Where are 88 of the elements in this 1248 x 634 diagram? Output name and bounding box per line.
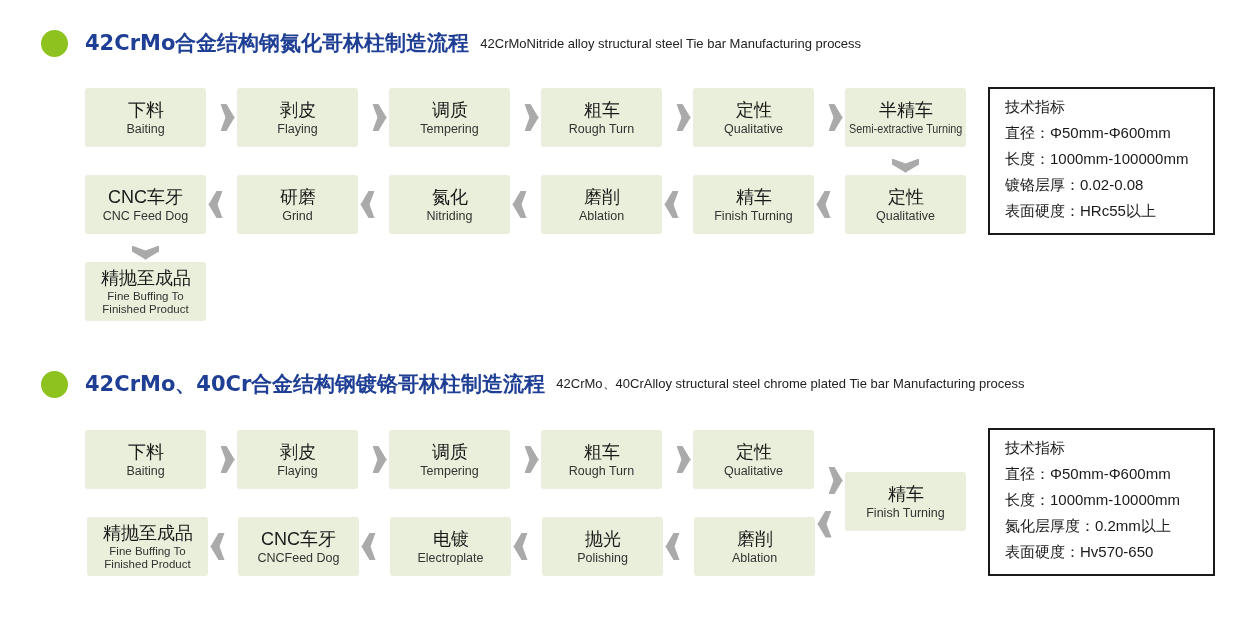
spec-line: 表面硬度：HRc55以上	[1005, 201, 1156, 221]
step-title: 电镀	[432, 527, 469, 550]
step-subtitle: Nitriding	[426, 208, 473, 224]
step-title: 抛光	[584, 527, 621, 550]
section-subtitle: 42CrMo、40CrAlloy structural steel chrome plated Tie bar Manufacturing process	[556, 375, 1025, 393]
step-subtitle: Tempering	[420, 463, 479, 479]
process-step-box	[238, 517, 359, 576]
step-subtitle: Baiting	[126, 121, 165, 137]
process-step-box	[542, 517, 663, 576]
process-step-box	[693, 430, 814, 489]
spec-line: 氮化层厚度：0.2mm以上	[1005, 516, 1171, 536]
process-step-box	[237, 430, 358, 489]
step-title: CNC车牙	[108, 185, 183, 208]
spec-box	[988, 87, 1215, 235]
step-title: 半精车	[878, 98, 933, 121]
process-step-box	[389, 88, 510, 147]
step-title: 定性	[735, 440, 772, 463]
step-subtitle: Qualitative	[723, 121, 784, 137]
step-subtitle: Ablation	[731, 550, 778, 566]
process-step-box	[389, 175, 510, 234]
process-step-box	[845, 88, 966, 147]
step-title: 磨削	[583, 185, 620, 208]
process-step-box	[541, 430, 662, 489]
process-step-box	[237, 175, 358, 234]
spec-line: 表面硬度：Hv570-650	[1005, 542, 1154, 562]
step-title: 粗车	[583, 440, 620, 463]
step-title: 下料	[127, 98, 164, 121]
process-step-box	[693, 88, 814, 147]
step-subtitle: Rough Turn	[568, 463, 635, 479]
step-subtitle: Finish Turning	[714, 208, 793, 224]
process-step-box	[85, 88, 206, 147]
step-title: 剥皮	[279, 98, 316, 121]
step-subtitle: Polishing	[577, 550, 628, 566]
spec-line: 长度：1000mm-100000mm	[1005, 149, 1189, 169]
step-subtitle: CNCFeed Dog	[257, 550, 340, 566]
process-step-box	[85, 262, 206, 321]
process-step-box	[541, 88, 662, 147]
step-subtitle: Flaying	[277, 121, 318, 137]
step-subtitle: Semi-extractive Turning	[848, 121, 963, 137]
process-step-box	[237, 88, 358, 147]
step-subtitle: Grind	[282, 208, 313, 224]
process-step-box	[87, 517, 208, 576]
spec-line: 直径：Φ50mm-Φ600mm	[1005, 123, 1171, 143]
process-step-box	[389, 430, 510, 489]
step-title: 下料	[127, 440, 164, 463]
step-title: 精抛至成品	[102, 522, 193, 544]
step-subtitle: Qualitative	[723, 463, 784, 479]
step-title: 调质	[431, 440, 468, 463]
step-title: 精抛至成品	[100, 267, 191, 289]
step-subtitle: Qualitative	[875, 208, 936, 224]
step-title: 研磨	[279, 185, 316, 208]
step-subtitle: Ablation	[578, 208, 625, 224]
step-title: 定性	[735, 98, 772, 121]
section-heading: 42CrMo、40Cr合金结构钢镀铬哥林柱制造流程	[85, 371, 546, 398]
spec-line: 直径：Φ50mm-Φ600mm	[1005, 464, 1171, 484]
step-subtitle: Tempering	[420, 121, 479, 137]
process-step-box	[85, 175, 206, 234]
process-step-box	[85, 430, 206, 489]
step-subtitle: Baiting	[126, 463, 165, 479]
process-step-box	[541, 175, 662, 234]
step-title: 精车	[735, 185, 772, 208]
process-step-box	[390, 517, 511, 576]
step-subtitle: Fine Buffing To Finished Product	[101, 290, 190, 316]
step-title: 定性	[887, 185, 924, 208]
step-title: CNC车牙	[261, 527, 336, 550]
step-title: 氮化	[431, 185, 468, 208]
process-step-box	[845, 472, 966, 531]
step-subtitle: CNC Feed Dog	[102, 208, 189, 224]
section-subtitle: 42CrMoNitride alloy structural steel Tie bar Manufacturing process	[480, 35, 862, 51]
step-title: 磨削	[736, 527, 773, 550]
step-title: 剥皮	[279, 440, 316, 463]
step-subtitle: Finish Turning	[866, 505, 945, 521]
step-title: 调质	[431, 98, 468, 121]
step-subtitle: Flaying	[277, 463, 318, 479]
step-subtitle: Electroplate	[417, 550, 484, 566]
process-step-box	[845, 175, 966, 234]
spec-box	[988, 428, 1215, 576]
step-subtitle: Rough Turn	[568, 121, 635, 137]
step-title: 精车	[887, 482, 924, 505]
process-step-box	[694, 517, 815, 576]
step-subtitle: Fine Buffing To Finished Product	[103, 545, 192, 571]
spec-line: 长度：1000mm-10000mm	[1005, 490, 1181, 510]
section-heading: 42CrMo合金结构钢氮化哥林柱制造流程	[85, 30, 470, 57]
step-title: 粗车	[583, 98, 620, 121]
process-step-box	[693, 175, 814, 234]
spec-line: 镀铬层厚：0.02-0.08	[1005, 175, 1144, 195]
spec-heading: 技术指标	[1005, 438, 1065, 458]
spec-heading: 技术指标	[1005, 97, 1065, 117]
